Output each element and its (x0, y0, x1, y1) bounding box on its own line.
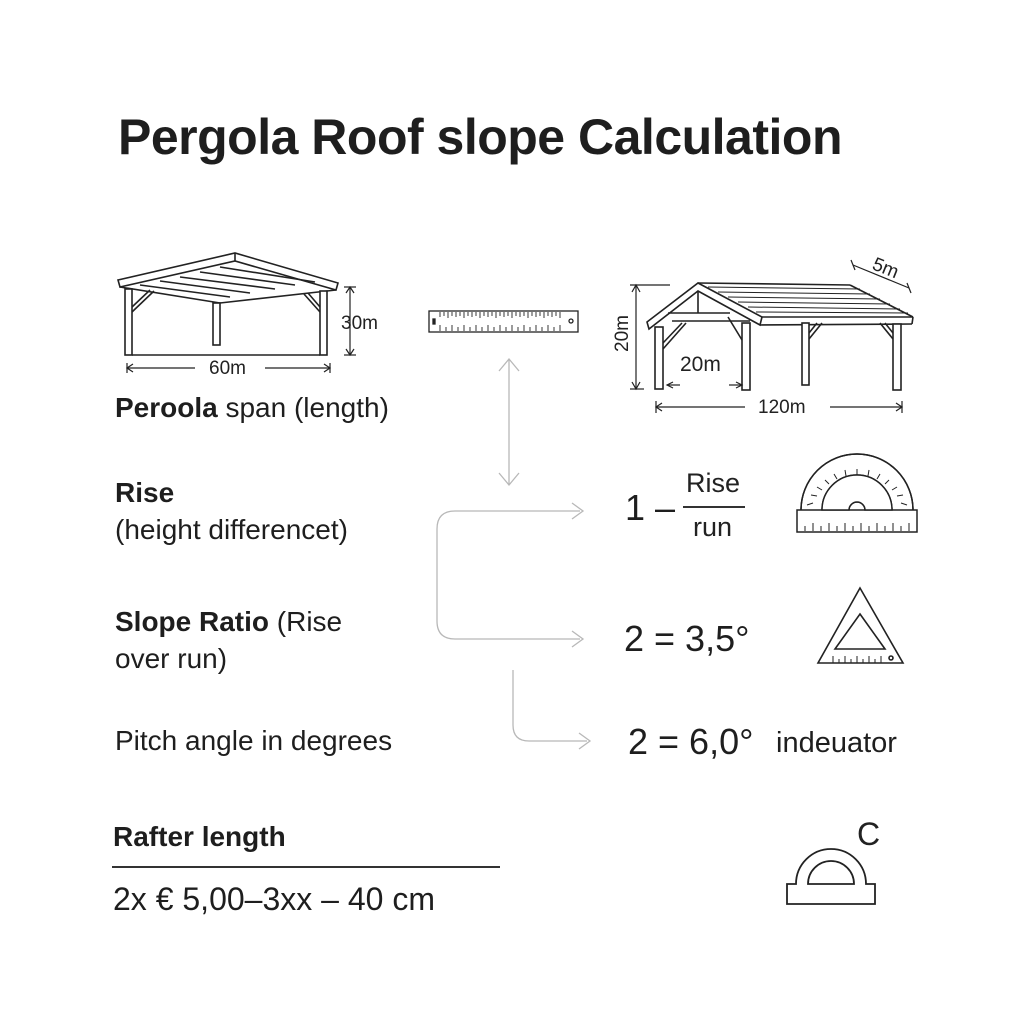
right-height-label: 20m (612, 315, 633, 352)
right-length-label: 120m (758, 397, 806, 418)
set-square-icon (816, 586, 905, 664)
protractor-mark: C (857, 816, 881, 852)
rise-description: (height differencet) (115, 514, 348, 545)
slope-value: 2 = 3,5° (624, 618, 750, 659)
left-width-label: 60m (209, 358, 246, 379)
double-arrow-icon (498, 357, 520, 487)
slope-ratio-description: over run) (115, 643, 228, 674)
flow-arrow-icon (436, 502, 592, 750)
fraction-bar (683, 506, 745, 508)
span-label: Peroola span (length) (115, 392, 389, 423)
pergola-gable-icon (116, 252, 356, 373)
slope-ratio-label: Slope Ratio (Rise (115, 606, 343, 637)
protractor-simple-icon (786, 848, 876, 905)
pergola-long-icon (630, 259, 914, 413)
ratio-numerator: Rise (686, 468, 741, 498)
ratio-formula-prefix: 1 – (625, 487, 676, 528)
protractor-icon (796, 453, 918, 533)
ruler-icon (428, 310, 579, 333)
pitch-value: 2 = 6,0° (628, 721, 754, 762)
rise-label: Rise (115, 477, 175, 508)
rafter-length-value: 2x € 5,00–3xx – 40 cm (113, 881, 435, 917)
pitch-suffix: indeuator (776, 727, 897, 759)
page-title: Pergola Roof slope Calculation (118, 109, 843, 165)
rafter-length-label: Rafter length (113, 821, 286, 852)
pitch-angle-label: Pitch angle in degrees (115, 725, 393, 756)
ratio-denominator: run (693, 512, 733, 542)
rafter-divider (112, 866, 500, 868)
right-bay-label: 20m (680, 353, 721, 376)
left-height-label: 30m (341, 313, 378, 334)
